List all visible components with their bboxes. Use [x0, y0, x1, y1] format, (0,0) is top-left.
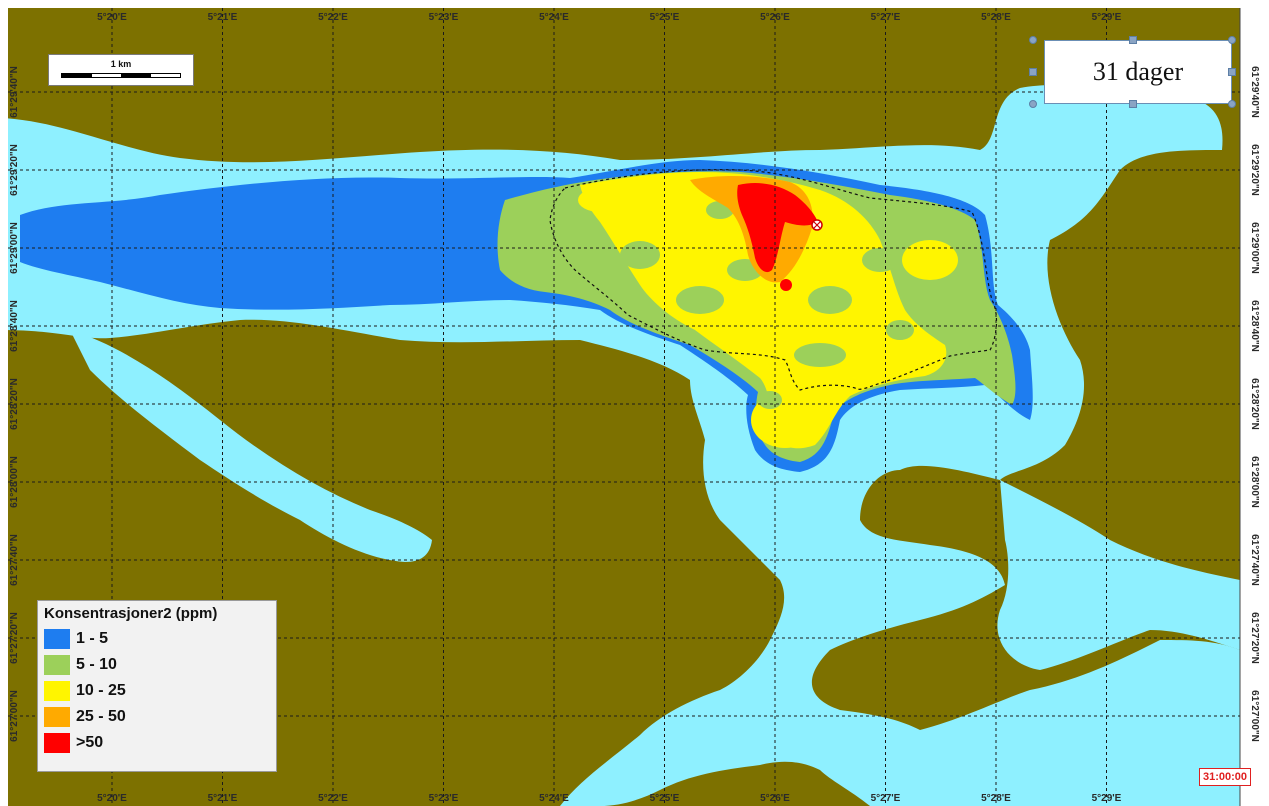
legend: Konsentrasjoner2 (ppm) 1 - 5 5 - 10 10 - 2…	[37, 600, 277, 772]
resize-handle[interactable]	[1029, 36, 1037, 44]
longitude-tick-label: 5°29'E	[1092, 12, 1122, 23]
resize-handle[interactable]	[1228, 36, 1236, 44]
scale-bar-graphic	[61, 73, 181, 78]
legend-item: >50	[44, 730, 270, 756]
legend-item: 10 - 25	[44, 678, 270, 704]
legend-item: 25 - 50	[44, 704, 270, 730]
release-point-icon[interactable]	[811, 219, 823, 231]
latitude-tick-label: 61°27'20"N	[9, 612, 20, 664]
latitude-tick-label: 61°27'40"N	[9, 534, 20, 586]
resize-handle[interactable]	[1228, 68, 1236, 76]
longitude-tick-label: 5°26'E	[760, 793, 790, 804]
resize-handle[interactable]	[1029, 100, 1037, 108]
latitude-tick-label: 61°29'00"N	[1249, 222, 1260, 274]
map-frame-left	[0, 0, 8, 806]
legend-item: 5 - 10	[44, 652, 270, 678]
longitude-tick-label: 5°21'E	[208, 12, 238, 23]
longitude-tick-label: 5°29'E	[1092, 793, 1122, 804]
longitude-tick-label: 5°20'E	[97, 12, 127, 23]
latitude-tick-label: 61°29'00"N	[9, 222, 20, 274]
longitude-tick-label: 5°23'E	[429, 793, 459, 804]
latitude-tick-label: 61°29'40"N	[1249, 66, 1260, 118]
longitude-tick-label: 5°24'E	[539, 793, 569, 804]
longitude-tick-label: 5°21'E	[208, 793, 238, 804]
longitude-tick-label: 5°23'E	[429, 12, 459, 23]
longitude-tick-label: 5°20'E	[97, 793, 127, 804]
latitude-tick-label: 61°28'40"N	[1249, 300, 1260, 352]
latitude-tick-label: 61°28'00"N	[9, 456, 20, 508]
latitude-tick-label: 61°27'00"N	[1249, 690, 1260, 742]
legend-swatch	[44, 629, 70, 649]
longitude-tick-label: 5°27'E	[871, 793, 901, 804]
plume-band-10-25	[578, 172, 958, 449]
simulation-clock: 31:00:00	[1199, 768, 1251, 786]
scale-segment	[91, 74, 121, 77]
map-frame-right	[1240, 0, 1269, 806]
longitude-ticks-bottom: 5°20'E 5°21'E 5°22'E 5°23'E 5°24'E 5°25'E 5°26…	[97, 793, 1122, 804]
latitude-ticks-left: 61°29'40"N 61°29'20"N 61°29'00"N 61°28'40"N…	[9, 66, 20, 742]
longitude-tick-label: 5°25'E	[650, 793, 680, 804]
latitude-tick-label: 61°27'20"N	[1249, 612, 1260, 664]
latitude-tick-label: 61°28'20"N	[1249, 378, 1260, 430]
latitude-tick-label: 61°27'00"N	[9, 690, 20, 742]
longitude-tick-label: 5°22'E	[318, 793, 348, 804]
longitude-tick-label: 5°28'E	[981, 793, 1011, 804]
scale-segment	[121, 74, 151, 77]
latitude-ticks-right: 61°29'40"N 61°29'20"N 61°29'00"N 61°28'40"N…	[1249, 66, 1260, 742]
legend-item: 1 - 5	[44, 626, 270, 652]
latitude-tick-label: 61°28'00"N	[1249, 456, 1260, 508]
scale-segment	[62, 74, 92, 77]
legend-swatch	[44, 707, 70, 727]
resize-handle[interactable]	[1129, 36, 1137, 44]
legend-label: 10 - 25	[76, 682, 126, 699]
time-label-box[interactable]: 31 dager	[1044, 40, 1232, 104]
legend-swatch	[44, 681, 70, 701]
legend-title: Konsentrasjoner2 (ppm)	[44, 605, 218, 622]
longitude-tick-label: 5°22'E	[318, 12, 348, 23]
legend-swatch	[44, 733, 70, 753]
scale-bar: 1 km	[48, 54, 194, 86]
map-frame-top	[0, 0, 1269, 8]
resize-handle[interactable]	[1129, 100, 1137, 108]
legend-label: 25 - 50	[76, 708, 126, 725]
legend-label: 1 - 5	[76, 630, 109, 647]
legend-items: 1 - 5 5 - 10 10 - 25 25 - 50 >50	[44, 626, 270, 756]
longitude-tick-label: 5°26'E	[760, 12, 790, 23]
longitude-tick-label: 5°27'E	[871, 12, 901, 23]
latitude-tick-label: 61°29'40"N	[9, 66, 20, 118]
legend-label: 5 - 10	[76, 656, 117, 673]
resize-handle[interactable]	[1228, 100, 1236, 108]
longitude-ticks-top: 5°20'E 5°21'E 5°22'E 5°23'E 5°24'E 5°25'E 5°26…	[97, 12, 1122, 23]
scale-segment	[150, 74, 180, 77]
latitude-tick-label: 61°29'20"N	[1249, 144, 1260, 196]
latitude-tick-label: 61°28'40"N	[9, 300, 20, 352]
legend-label: >50	[76, 734, 104, 751]
legend-swatch	[44, 655, 70, 675]
longitude-tick-label: 5°24'E	[539, 12, 569, 23]
plume-band-gt50	[737, 183, 818, 291]
resize-handle[interactable]	[1029, 68, 1037, 76]
latitude-tick-label: 61°28'20"N	[9, 378, 20, 430]
latitude-tick-label: 61°27'40"N	[1249, 534, 1260, 586]
scale-bar-label: 1 km	[110, 59, 132, 69]
latitude-tick-label: 61°29'20"N	[9, 144, 20, 196]
longitude-tick-label: 5°28'E	[981, 12, 1011, 23]
longitude-tick-label: 5°25'E	[650, 12, 680, 23]
